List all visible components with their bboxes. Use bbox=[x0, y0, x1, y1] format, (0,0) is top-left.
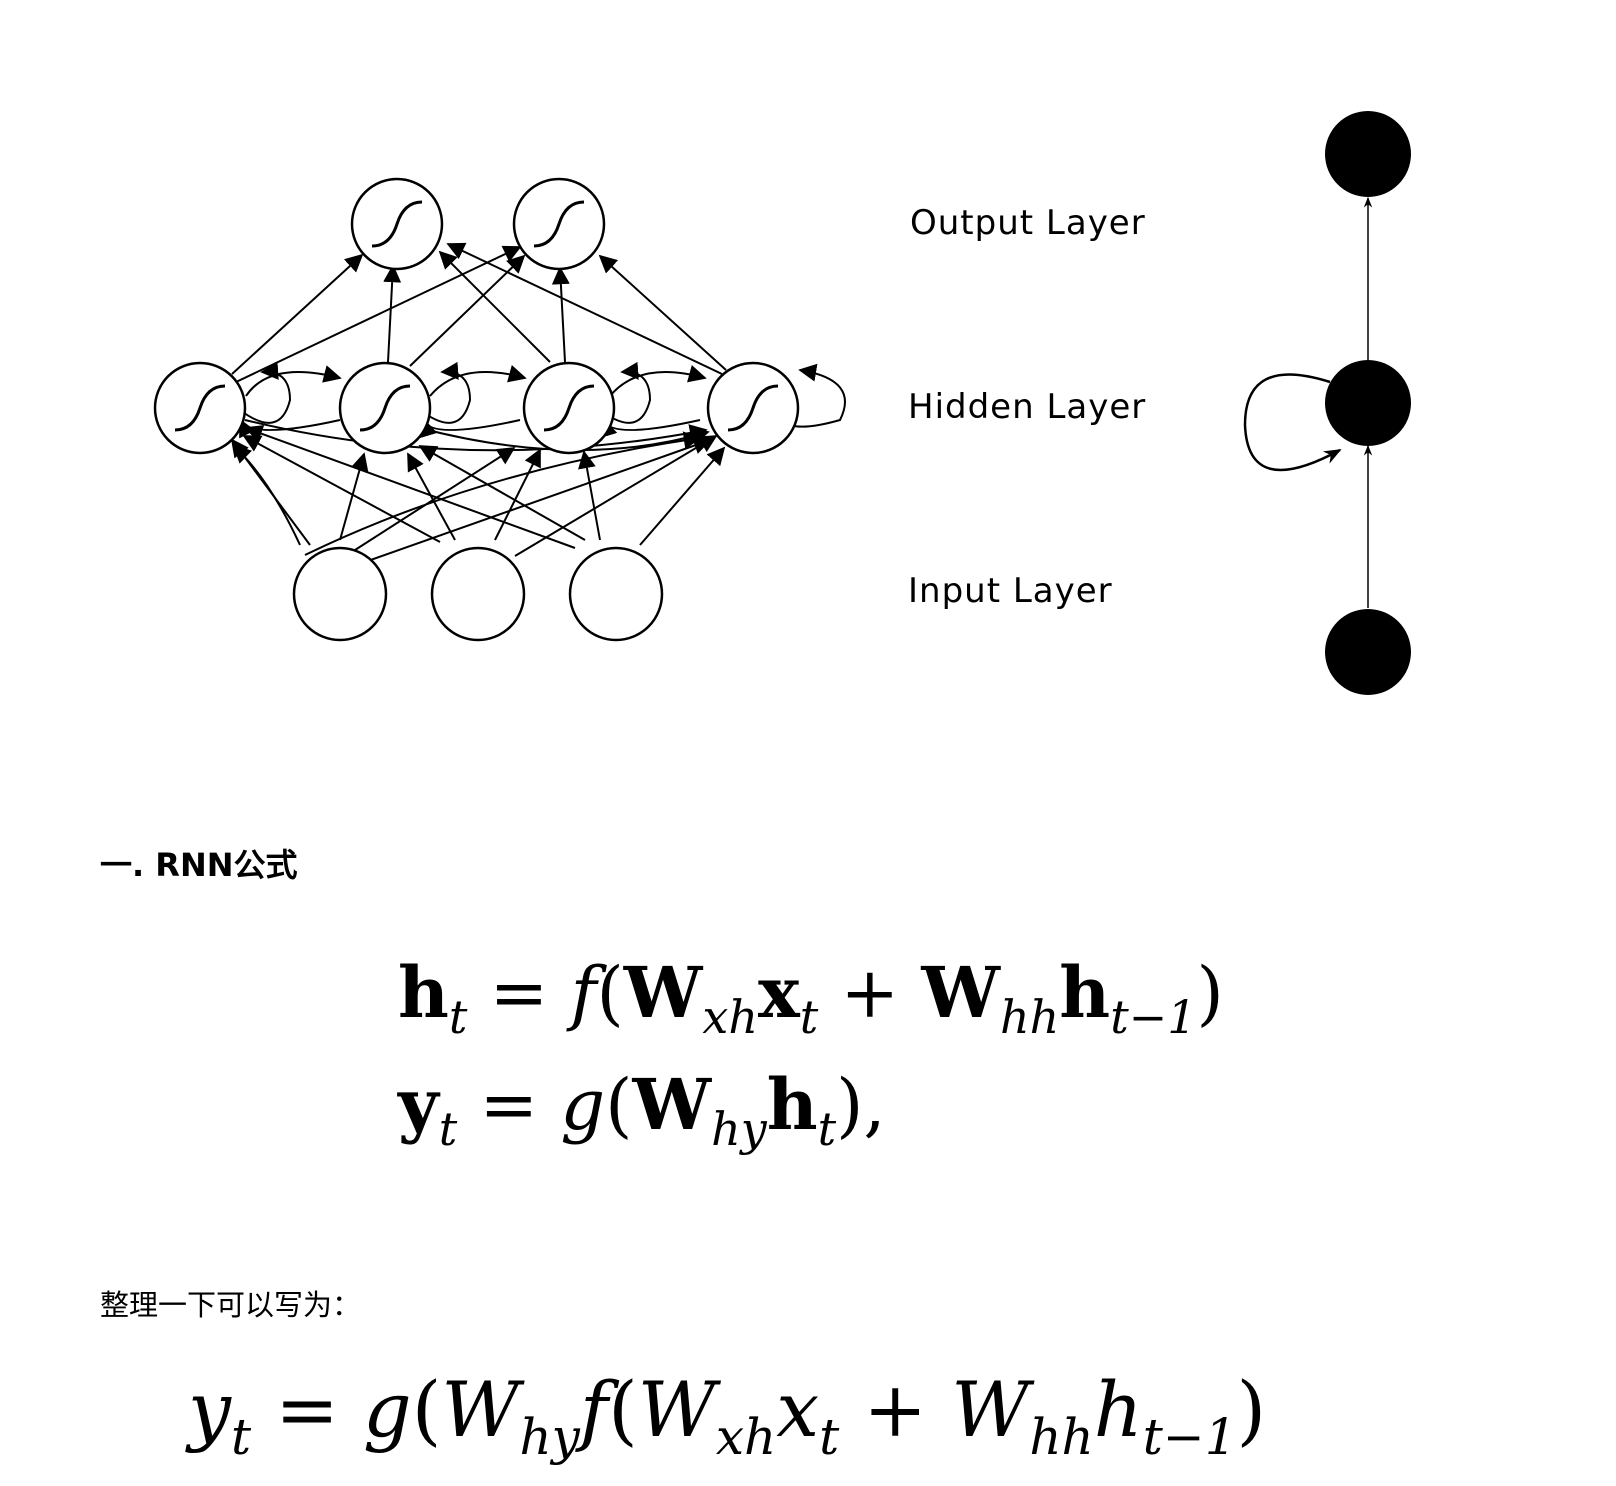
hidden-node bbox=[706, 361, 800, 455]
sigmoid-icon bbox=[543, 384, 595, 432]
hidden-node bbox=[338, 361, 432, 455]
input-hidden-edges bbox=[230, 425, 726, 563]
sigmoid-icon bbox=[359, 384, 411, 432]
input-node bbox=[430, 546, 526, 642]
equation-combined: yt = g(Whyf(Wxhxt + Whhht−1) bbox=[188, 1365, 1267, 1466]
sigmoid-icon bbox=[533, 200, 585, 248]
hidden-node bbox=[522, 361, 616, 455]
folded-input-node bbox=[1325, 609, 1411, 695]
output-node bbox=[512, 177, 606, 271]
folded-output-node bbox=[1325, 111, 1411, 197]
rnn-figure: Output Layer Hidden Layer Input Layer bbox=[0, 0, 1616, 720]
hidden-node bbox=[153, 361, 247, 455]
input-layer-label: Input Layer bbox=[908, 571, 1113, 611]
hidden-layer-label: Hidden Layer bbox=[908, 387, 1147, 427]
equation-hidden-state: ht = f(Wxhxt + Whhht−1) bbox=[398, 951, 1224, 1044]
paragraph-note: 整理一下可以写为： bbox=[100, 1288, 362, 1322]
folded-hidden-node bbox=[1325, 360, 1411, 446]
folded-rnn-diagram bbox=[1243, 111, 1411, 695]
output-layer-label: Output Layer bbox=[910, 203, 1146, 243]
equation-output: yt = g(Whyht), bbox=[398, 1063, 886, 1156]
rnn-equations: ht = f(Wxhxt + Whhht−1) yt = g(Whyht), bbox=[398, 958, 1224, 1182]
rnn-network-diagram bbox=[153, 111, 1411, 695]
sigmoid-icon bbox=[727, 384, 779, 432]
output-node bbox=[350, 177, 444, 271]
hidden-output-edges bbox=[231, 242, 727, 383]
section-heading: 一. RNN公式 bbox=[100, 846, 298, 884]
sigmoid-icon bbox=[174, 384, 226, 432]
input-node bbox=[568, 546, 664, 642]
input-node bbox=[292, 546, 388, 642]
sigmoid-icon bbox=[371, 200, 423, 248]
